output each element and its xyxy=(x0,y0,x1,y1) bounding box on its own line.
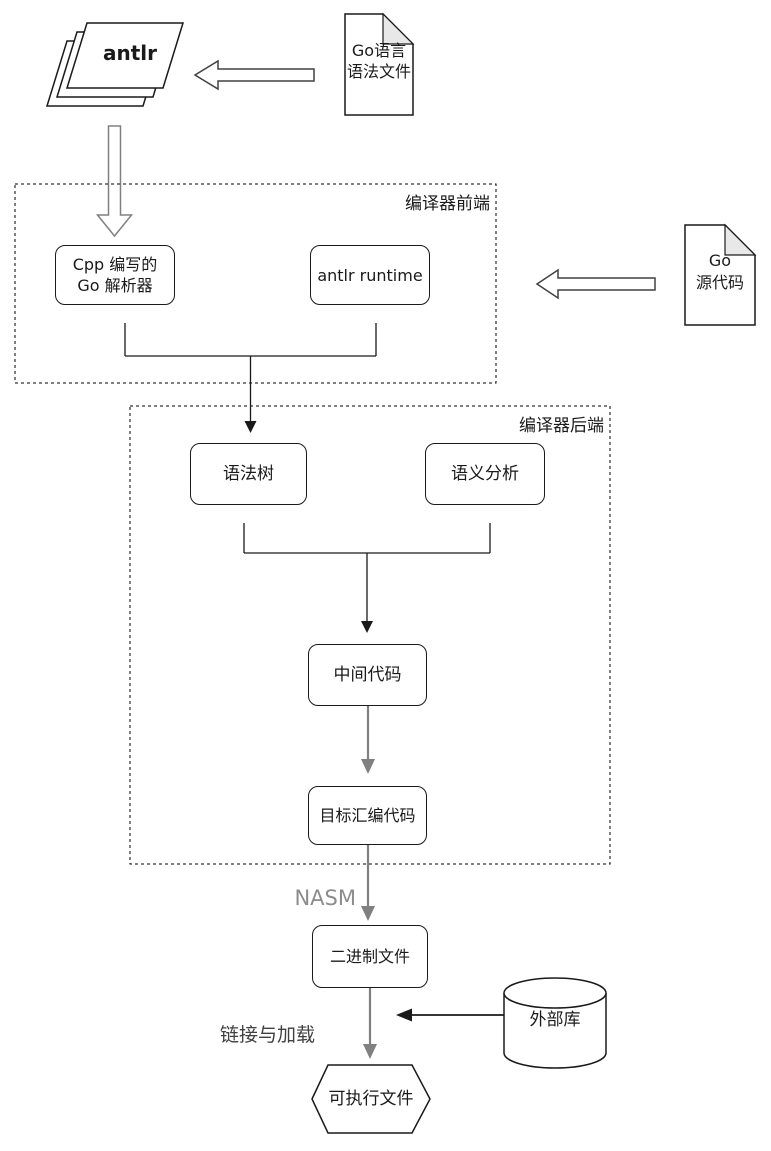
node-cpp-parser: Cpp 编写的 Go 解析器 xyxy=(55,245,175,305)
go-source-fold-icon xyxy=(724,223,757,256)
node-target-assembly: 目标汇编代码 xyxy=(308,786,427,845)
edge-label-link-load: 链接与加载 xyxy=(219,1024,315,1046)
arrowhead-into-syntax-tree xyxy=(244,421,257,433)
arrowhead-into-executable xyxy=(363,1044,377,1059)
block-left-arrow-grammar-icon xyxy=(193,59,315,91)
frontend-group-label: 编译器前端 xyxy=(405,194,490,214)
grammar-file-fold-icon xyxy=(382,12,415,45)
target-assembly-label: 目标汇编代码 xyxy=(319,806,416,825)
arrowhead-into-target-assembly xyxy=(361,759,375,774)
block-down-arrow-icon xyxy=(95,125,134,238)
intermediate-code-label: 中间代码 xyxy=(333,664,402,685)
go-source-label: Go 源代码 xyxy=(685,250,755,294)
external-library-cylinder-body xyxy=(503,993,607,1069)
grammar-file-line2: 语法文件 xyxy=(346,62,411,81)
executable-file-label: 可执行文件 xyxy=(328,1089,414,1109)
node-antlr-runtime: antlr runtime xyxy=(310,245,430,305)
backend-group-label: 编译器后端 xyxy=(519,416,604,436)
block-left-arrow-source-icon xyxy=(535,268,656,300)
cpp-parser-line2: Go 解析器 xyxy=(77,276,153,295)
grammar-file-label: Go语言 语法文件 xyxy=(345,40,413,82)
executable-hexagon xyxy=(311,1064,431,1134)
node-syntax-tree: 语法树 xyxy=(190,443,307,505)
semantic-analysis-label: 语义分析 xyxy=(451,463,519,484)
frontend-merge-connector xyxy=(124,323,377,421)
arrowhead-from-external-library xyxy=(396,1008,412,1022)
go-source-line1: Go xyxy=(708,251,732,270)
frontend-group-border xyxy=(14,183,497,384)
backend-group-border xyxy=(129,405,611,865)
backend-merge-connector xyxy=(243,523,491,621)
external-library-cylinder-top xyxy=(503,977,607,1009)
binary-file-label: 二进制文件 xyxy=(329,947,410,966)
node-semantic-analysis: 语义分析 xyxy=(425,443,545,505)
antlr-stack-label: antlr xyxy=(102,41,157,65)
antlr-runtime-label: antlr runtime xyxy=(317,265,423,285)
arrowhead-into-intermediate-code xyxy=(361,621,373,633)
node-intermediate-code: 中间代码 xyxy=(308,644,427,706)
arrowhead-into-binary xyxy=(361,906,375,921)
antlr-stack-sheet-front xyxy=(65,22,185,89)
node-binary-file: 二进制文件 xyxy=(312,925,428,988)
grammar-file-line1: Go语言 xyxy=(351,41,407,60)
cpp-parser-line1: Cpp 编写的 xyxy=(72,255,158,274)
syntax-tree-label: 语法树 xyxy=(223,463,274,484)
go-source-line2: 源代码 xyxy=(695,273,744,292)
edge-label-nasm: NASM xyxy=(294,886,356,910)
external-library-label: 外部库 xyxy=(529,1010,581,1030)
